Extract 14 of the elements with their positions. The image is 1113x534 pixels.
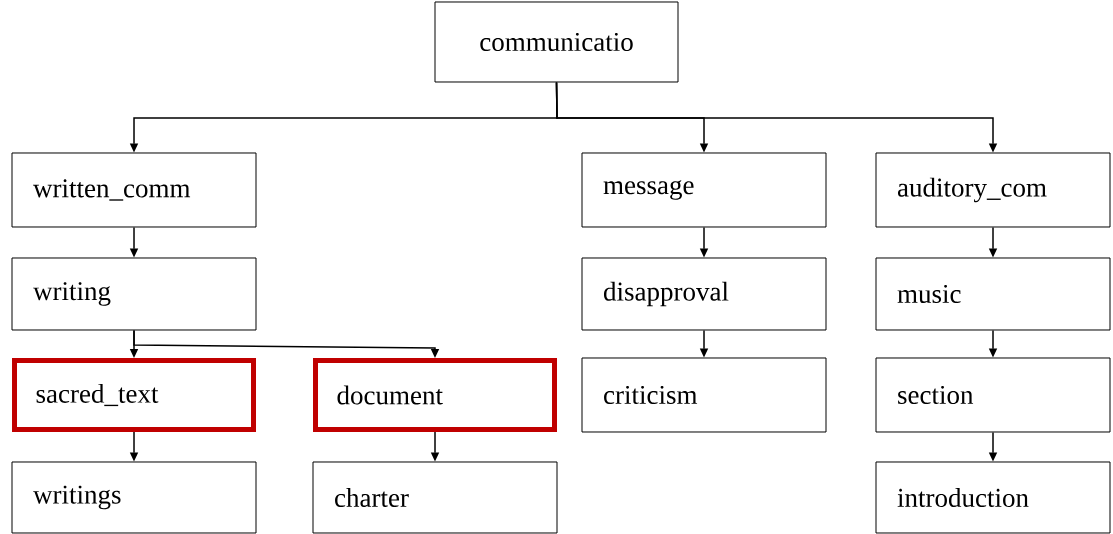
box: sacred_text: [12, 358, 256, 432]
box: music: [875, 257, 1111, 331]
box: document: [313, 358, 557, 432]
box: auditory_com: [875, 152, 1111, 228]
box: writings: [11, 461, 257, 534]
box: writing: [11, 257, 257, 331]
box: criticism: [581, 357, 827, 433]
box: charter: [312, 461, 558, 534]
box: message: [581, 152, 827, 228]
box: communicatio: [434, 1, 679, 83]
box: introduction: [875, 461, 1111, 534]
box: written_comm: [11, 152, 257, 228]
box: section: [875, 357, 1111, 433]
box: disapproval: [581, 257, 827, 331]
